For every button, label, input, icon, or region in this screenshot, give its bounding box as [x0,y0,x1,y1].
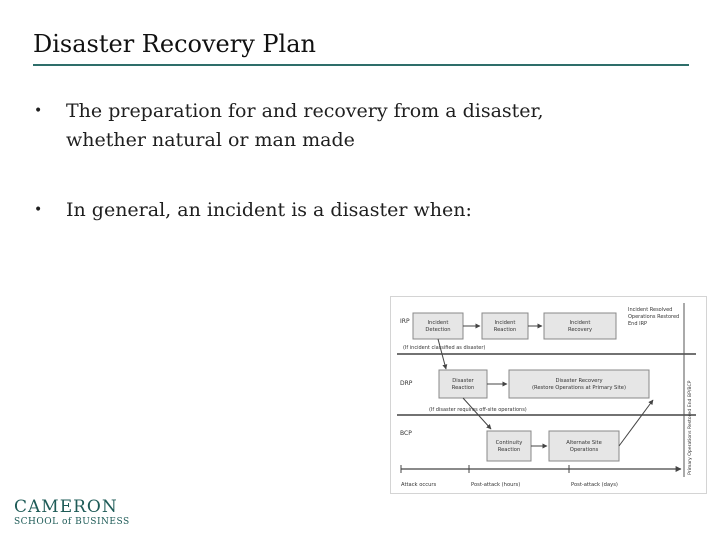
box-label: Reaction [452,385,475,391]
box-label: Operations [570,447,599,453]
box-incident-reaction [481,312,529,340]
box-label: Incident [495,320,516,326]
box-label: Detection [425,327,450,333]
lane-label-drp: DRP [400,380,413,387]
note-if-offsite: (If disaster requires off-site operation… [429,407,527,413]
box-label: Reaction [498,447,521,453]
box-incident-recovery [543,312,617,340]
bullet-dot: • [34,103,43,119]
box-alternate-site-operations [548,430,620,462]
flow-arrow [618,399,654,447]
note-primary-restored: Primary Operations Restored End BP/BCP [687,380,693,475]
diagram-svg: IRP DRP BCP Incident Detection Incident … [397,303,696,488]
bullet-dot: • [34,202,43,218]
box-label: (Restore Operations at Primary Site) [532,385,626,391]
cameron-logo: CAMERON SCHOOL of BUSINESS [14,498,130,528]
incident-response-diagram: IRP DRP BCP Incident Detection Incident … [390,296,707,494]
box-continuity-reaction [486,430,532,462]
box-label: Incident [570,320,591,326]
flow-arrow [462,397,492,430]
box-label: Alternate Site [566,440,602,446]
title-underline [33,64,689,66]
note-irp-end: Operations Restored [628,314,679,320]
timeline-label: Post-attack (days) [571,482,618,488]
box-disaster-recovery [508,369,650,399]
box-disaster-reaction [438,369,488,399]
box-label: Recovery [568,327,592,333]
box-label: Incident [428,320,449,326]
bullet-text-line: whether natural or man made [66,129,355,151]
bullet-text-line: In general, an incident is a disaster wh… [66,199,472,221]
flow-arrow [437,338,448,370]
timeline-label: Post-attack (hours) [471,482,520,488]
slide-title: Disaster Recovery Plan [33,30,316,58]
note-irp-end: Incident Resolved [628,307,672,313]
timeline-label: Attack occurs [401,482,437,488]
bullet-text-line: The preparation for and recovery from a … [66,100,544,122]
logo-line2: SCHOOL of BUSINESS [14,517,130,527]
note-if-disaster: (If incident classified as disaster) [403,345,485,351]
box-label: Disaster Recovery [555,378,602,384]
note-irp-end: End IRP [628,321,647,327]
logo-line1: CAMERON [14,497,118,517]
lane-label-bcp: BCP [400,430,412,437]
box-label: Continuity [496,440,523,446]
lane-label-irp: IRP [400,318,410,325]
box-label: Disaster [452,378,474,384]
box-incident-detection [412,312,464,340]
box-label: Reaction [494,327,517,333]
